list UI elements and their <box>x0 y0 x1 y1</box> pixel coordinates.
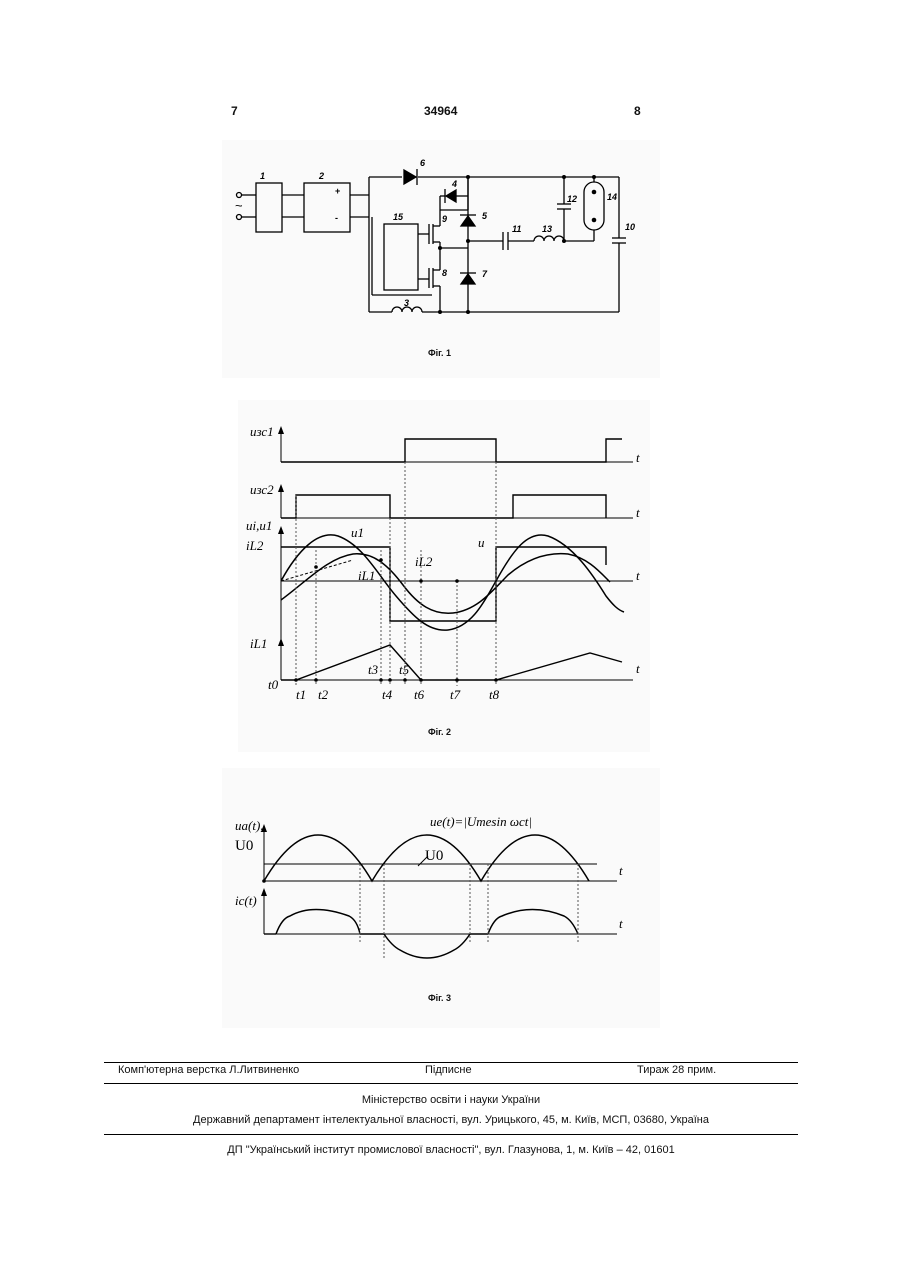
footer-layout: Комп'ютерна верстка Л.Литвиненко <box>118 1064 299 1076</box>
time-t5: t5 <box>399 662 410 677</box>
t-axis-4: t <box>636 661 640 676</box>
label-3: 3 <box>404 298 409 308</box>
label-ua: ua(t), <box>235 818 264 833</box>
figure-2-caption: Фіг. 2 <box>428 727 451 737</box>
label-13: 13 <box>542 224 552 234</box>
t-axis-1: t <box>636 450 640 465</box>
figure-1-panel: ~ 1 2 3 4 5 6 7 8 9 10 11 12 13 14 15 + … <box>222 140 660 378</box>
curve-u1: u1 <box>351 525 364 540</box>
label-uzs1: uзс1 <box>250 424 274 439</box>
footer-institute: ДП "Український інститут промислової вла… <box>104 1144 798 1156</box>
footer-signed: Підписне <box>425 1064 472 1076</box>
figure-1-caption: Фіг. 1 <box>428 348 451 358</box>
label-6: 6 <box>420 158 426 168</box>
left-page-number: 7 <box>231 104 238 118</box>
time-t0: t0 <box>268 677 279 692</box>
minus-terminal: - <box>335 213 338 223</box>
label-U0: U0 <box>235 838 253 854</box>
curve-U0: U0 <box>425 848 443 864</box>
time-t7: t7 <box>450 687 461 702</box>
rectified-sine-diagram: ua(t), U0 ue(t)=|Umesin ωct| U0 ic(t) t … <box>222 768 660 1028</box>
timing-diagram: uзс1 uзс2 ui,u1 iL2 iL1 u1 u iL1 iL2 t t… <box>238 400 650 752</box>
label-uzs2: uзс2 <box>250 482 274 497</box>
curve-iL2: iL2 <box>415 554 433 569</box>
label-9: 9 <box>442 214 447 224</box>
time-t4: t4 <box>382 687 393 702</box>
label-15: 15 <box>393 212 404 222</box>
label-ui-u1: ui,u1 <box>246 518 272 533</box>
t-axis-fig3-1: t <box>619 863 623 878</box>
figure-3-caption: Фіг. 3 <box>428 993 451 1003</box>
label-2: 2 <box>318 171 324 181</box>
label-7: 7 <box>482 269 488 279</box>
time-t2: t2 <box>318 687 329 702</box>
t-axis-2: t <box>636 505 640 520</box>
curve-iL1: iL1 <box>358 568 375 583</box>
footer-rule-3 <box>104 1134 798 1135</box>
time-t3: t3 <box>368 662 379 677</box>
ac-symbol: ~ <box>235 198 243 213</box>
footer-rule-1 <box>104 1062 798 1063</box>
label-ic: ic(t) <box>235 893 257 908</box>
formula-ue: ue(t)=|Umesin ωct| <box>430 814 532 829</box>
patent-number: 34964 <box>424 104 457 118</box>
footer-circulation: Тираж 28 прим. <box>637 1064 716 1076</box>
t-axis-3: t <box>636 568 640 583</box>
figure-3-panel: ua(t), U0 ue(t)=|Umesin ωct| U0 ic(t) t … <box>222 768 660 1028</box>
t-axis-fig3-2: t <box>619 916 623 931</box>
label-11: 11 <box>512 224 521 234</box>
footer-department: Державний департамент інтелектуальної вл… <box>104 1114 798 1126</box>
time-t6: t6 <box>414 687 425 702</box>
circuit-diagram: ~ 1 2 3 4 5 6 7 8 9 10 11 12 13 14 15 + … <box>222 140 660 378</box>
curve-u: u <box>478 535 485 550</box>
label-5: 5 <box>482 211 488 221</box>
footer-ministry: Міністерство освіти і науки України <box>104 1094 798 1106</box>
label-iL2: iL2 <box>246 538 264 553</box>
footer-rule-2 <box>104 1083 798 1084</box>
right-page-number: 8 <box>634 104 641 118</box>
label-12: 12 <box>567 194 577 204</box>
label-14: 14 <box>607 192 617 202</box>
time-t1: t1 <box>296 687 306 702</box>
time-t8: t8 <box>489 687 500 702</box>
label-8: 8 <box>442 268 447 278</box>
label-4: 4 <box>451 179 457 189</box>
label-10: 10 <box>625 222 635 232</box>
figure-2-panel: uзс1 uзс2 ui,u1 iL2 iL1 u1 u iL1 iL2 t t… <box>238 400 650 752</box>
plus-terminal: + <box>335 186 340 196</box>
label-1: 1 <box>260 171 265 181</box>
label-iL1: iL1 <box>250 636 267 651</box>
